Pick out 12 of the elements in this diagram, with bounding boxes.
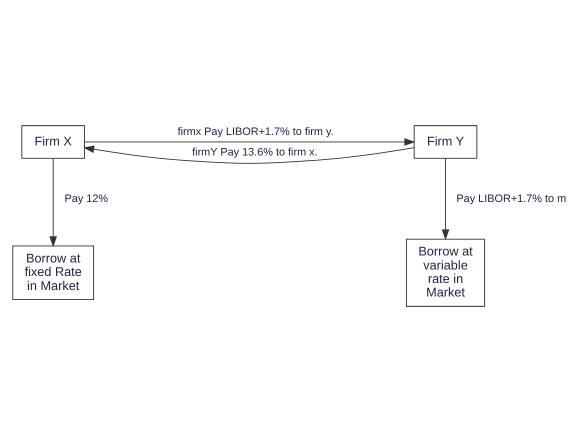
arrow <box>84 138 416 146</box>
edge-label: firmY Pay 13.6% to firm x. <box>192 146 318 158</box>
edge-label: Pay LIBOR+1.7% to m <box>456 192 566 205</box>
arrow <box>49 157 57 247</box>
arrow <box>83 145 415 164</box>
edge-label: Pay 12% <box>64 192 108 205</box>
node-box: Firm X <box>21 124 85 158</box>
edge-label: firmx Pay LIBOR+1.7% to firm y. <box>178 125 334 138</box>
node-box: Borrow at variable rate in Market <box>406 238 486 306</box>
node-box: Borrow at fixed Rate in Market <box>12 245 94 300</box>
node-box: Firm Y <box>414 124 478 158</box>
arrow <box>442 157 450 240</box>
